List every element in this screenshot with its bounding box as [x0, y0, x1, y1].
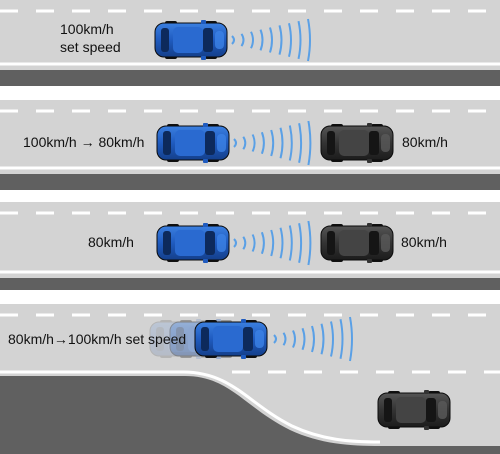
panel1-speed-label: 100km/h	[60, 21, 114, 37]
own-car-icon	[156, 223, 230, 263]
panel4-own-speed-label: 80km/h→100km/h set speed	[8, 331, 187, 347]
lead-car-icon	[320, 123, 394, 163]
own-car-icon	[194, 319, 268, 359]
own-car-icon	[154, 20, 228, 60]
road-panel-4	[0, 304, 500, 454]
panel1-set-speed-label: set speed	[60, 39, 121, 55]
radar-wave-icon	[233, 220, 312, 266]
radar-wave-icon	[231, 18, 311, 62]
radar-wave-icon	[233, 120, 312, 166]
panel3-lead-speed-label: 80km/h	[401, 234, 447, 250]
lead-car-icon	[377, 390, 451, 430]
panel3-own-speed-label: 80km/h	[88, 234, 134, 250]
lead-car-icon	[320, 223, 394, 263]
road-panel-3	[0, 202, 500, 290]
own-car-icon	[156, 123, 230, 163]
panel2-lead-speed-label: 80km/h	[402, 134, 448, 150]
radar-wave-icon	[273, 316, 353, 362]
road-panel-2	[0, 100, 500, 190]
road-panel-1	[0, 0, 500, 86]
panel2-own-speed-label: 100km/h → 80km/h	[23, 134, 145, 150]
